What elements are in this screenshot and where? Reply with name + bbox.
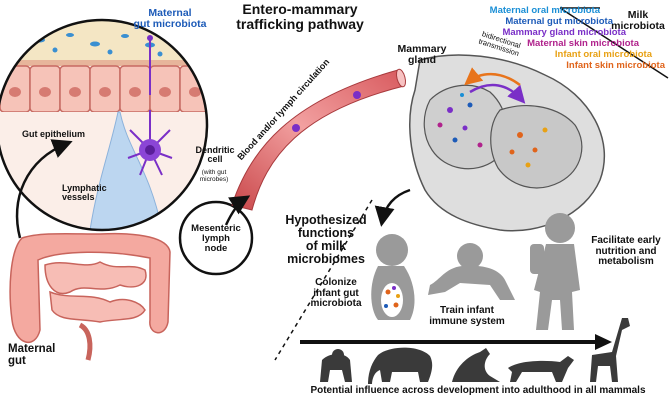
- arrow-mammary-to-functions: [374, 188, 411, 227]
- microbiota-item: Infant oral microbiota: [554, 48, 652, 60]
- arrow-node-to-vessel: [224, 195, 251, 226]
- microbiota-item: Maternal gut microbiota: [505, 15, 613, 27]
- elephant-silhouette: [368, 347, 433, 384]
- milk-microbiota-bracket: [559, 7, 669, 79]
- giraffe-silhouette: [590, 318, 630, 382]
- microbiota-item: Infant skin microbiota: [566, 59, 665, 71]
- development-silhouettes: [371, 213, 580, 330]
- sea-lion-silhouette: [452, 348, 500, 382]
- ape-silhouette: [320, 354, 352, 382]
- lymphatic-vessel: [89, 111, 163, 230]
- dendritic-cell: [127, 40, 173, 176]
- milk-microbiota-list: Maternal oral microbiota Maternal gut mi…: [418, 5, 665, 72]
- breastfeeding-illustration: [409, 54, 606, 232]
- dashed-divider: [274, 199, 373, 361]
- mesenteric-lymph-node: [178, 200, 254, 276]
- microbiota-item: Maternal skin microbiota: [527, 37, 639, 49]
- arrow-bidirectional-orange: [464, 67, 521, 87]
- cheetah-silhouette: [508, 356, 574, 382]
- microbiota-item: Maternal oral microbiota: [489, 5, 600, 16]
- maternal-gut-illustration: [9, 232, 171, 361]
- gut-epithelium-label: Gut epithelium: [22, 129, 85, 139]
- footer-caption: Potential influence across development i…: [310, 385, 646, 396]
- mammal-silhouettes: [320, 318, 630, 384]
- arrow-bidirectional-purple: [469, 83, 526, 104]
- microbiota-item: Mammary gland microbiota: [502, 26, 626, 38]
- arrow-gut-to-inset: [15, 139, 73, 239]
